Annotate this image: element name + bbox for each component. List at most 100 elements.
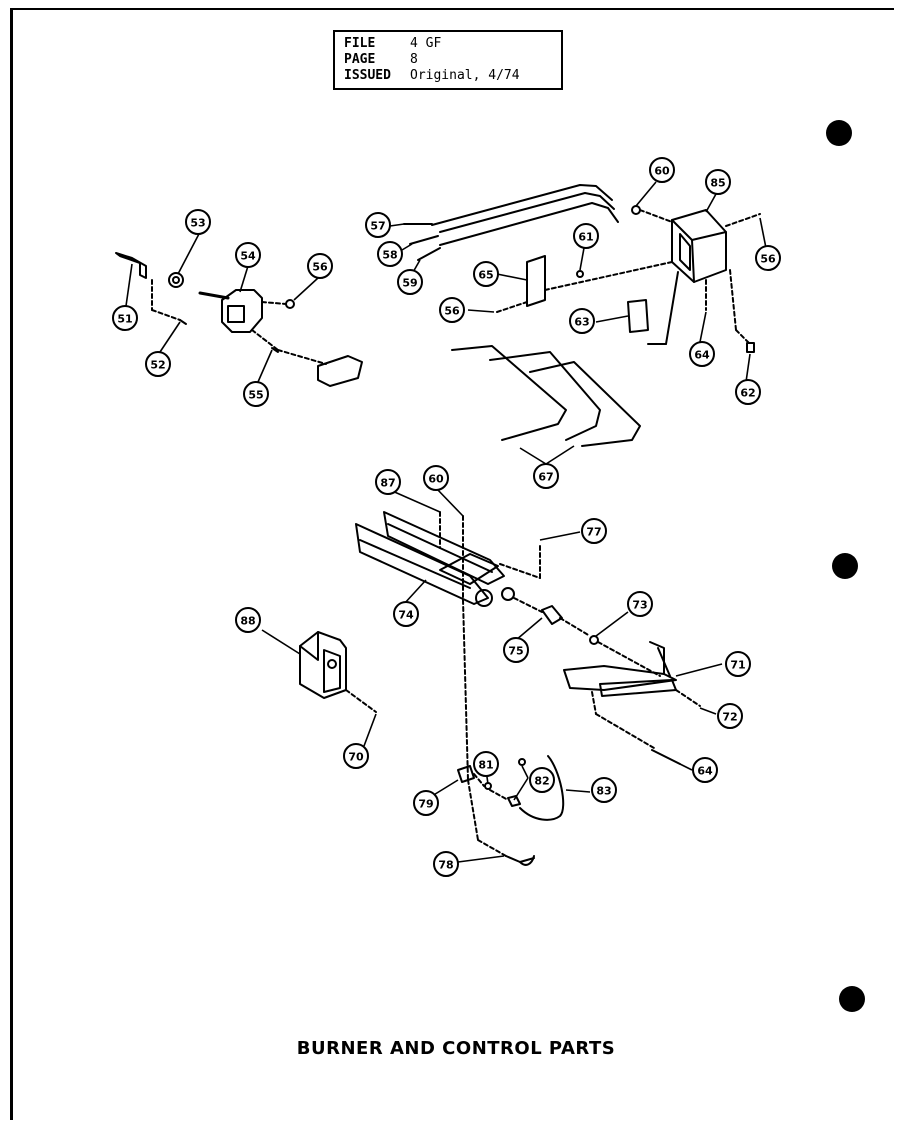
callout-number: 57 (370, 220, 385, 233)
callout-circle (393, 601, 419, 627)
callout-number: 56 (444, 305, 460, 318)
callout-number: 88 (240, 615, 255, 628)
callout-number: 51 (117, 313, 132, 326)
callout-circle (717, 703, 743, 729)
callout-number: 85 (710, 177, 725, 190)
callout-56-3: 56 (755, 245, 781, 271)
callout-52: 52 (145, 351, 171, 377)
callout-number: 64 (697, 765, 713, 778)
callout-circle (705, 169, 731, 195)
callout-circle (529, 767, 555, 793)
info-key: FILE (344, 36, 376, 51)
callout-circle (649, 157, 675, 183)
callout-circle (235, 607, 261, 633)
callout-56-2: 56 (439, 297, 465, 323)
callout-88: 88 (235, 607, 261, 633)
callout-circle (112, 305, 138, 331)
callout-85: 85 (705, 169, 731, 195)
callout-72: 72 (717, 703, 743, 729)
info-key: PAGE (344, 52, 376, 67)
callout-75: 75 (503, 637, 529, 663)
callout-67: 67 (533, 463, 559, 489)
burner-bracket (563, 641, 701, 765)
callout-circle (473, 751, 499, 777)
callout-78: 78 (433, 851, 459, 877)
callout-circle (627, 591, 653, 617)
binder-hole-bottom (839, 986, 865, 1012)
callout-circle (145, 351, 171, 377)
callout-number: 78 (438, 859, 453, 872)
callout-circle (235, 242, 261, 268)
callout-55: 55 (243, 381, 269, 407)
callout-circle (735, 379, 761, 405)
callout-number: 81 (478, 759, 493, 772)
info-row-file: FILE 4 GF (344, 36, 561, 52)
callout-number: 75 (508, 645, 523, 658)
callout-circle (185, 209, 211, 235)
callout-circle (725, 651, 751, 677)
tubes-assembly (403, 184, 619, 261)
callout-65: 65 (473, 261, 499, 287)
callout-circle (423, 465, 449, 491)
callout-number: 63 (574, 316, 589, 329)
info-value: Original, 4/74 (410, 68, 520, 83)
diagram-title: BURNER AND CONTROL PARTS (296, 1038, 616, 1059)
callout-81: 81 (473, 751, 499, 777)
callout-number: 67 (538, 471, 553, 484)
callout-63: 63 (569, 308, 595, 334)
leader-lines (125, 181, 767, 863)
callout-bubbles: 5152535455565656575859606061626364646567… (112, 157, 781, 877)
info-value: 8 (410, 52, 418, 67)
callout-87: 87 (375, 469, 401, 495)
callout-64-2: 64 (692, 757, 718, 783)
callout-number: 60 (428, 473, 444, 486)
callout-number: 62 (740, 387, 755, 400)
gas-valve (299, 631, 377, 713)
info-key: ISSUED (344, 68, 391, 83)
callout-circle (755, 245, 781, 271)
callout-83: 83 (591, 777, 617, 803)
burner-assembly (355, 511, 543, 857)
sheet-border (10, 8, 894, 1120)
callout-circle (365, 212, 391, 238)
callout-56-1: 56 (307, 253, 333, 279)
callout-number: 83 (596, 785, 611, 798)
callout-circle (413, 790, 439, 816)
callout-number: 56 (312, 261, 328, 274)
callout-number: 82 (534, 775, 549, 788)
callout-74: 74 (393, 601, 419, 627)
callout-circle (573, 223, 599, 249)
callout-circle (307, 253, 333, 279)
callout-number: 54 (240, 250, 256, 263)
callout-number: 87 (380, 477, 395, 490)
callout-73: 73 (627, 591, 653, 617)
callout-circle (581, 518, 607, 544)
callout-60-2: 60 (423, 465, 449, 491)
control-box-assembly (496, 205, 761, 353)
callout-circle (689, 341, 715, 367)
callout-circle (433, 851, 459, 877)
callout-54: 54 (235, 242, 261, 268)
callout-51: 51 (112, 305, 138, 331)
callout-number: 58 (382, 249, 397, 262)
callout-circle (377, 241, 403, 267)
callout-62: 62 (735, 379, 761, 405)
orifice-fitting (541, 605, 661, 677)
callout-number: 74 (398, 609, 414, 622)
callout-circle (473, 261, 499, 287)
callout-number: 65 (478, 269, 493, 282)
callout-circle (503, 637, 529, 663)
callout-circle (533, 463, 559, 489)
callout-82: 82 (529, 767, 555, 793)
callout-circle (343, 743, 369, 769)
info-row-issued: ISSUED Original, 4/74 (344, 68, 561, 84)
callout-circle (397, 269, 423, 295)
callout-circle (591, 777, 617, 803)
callout-number: 55 (248, 389, 263, 402)
binder-hole-top (826, 120, 852, 146)
callout-64-1: 64 (689, 341, 715, 367)
callout-59: 59 (397, 269, 423, 295)
callout-57: 57 (365, 212, 391, 238)
